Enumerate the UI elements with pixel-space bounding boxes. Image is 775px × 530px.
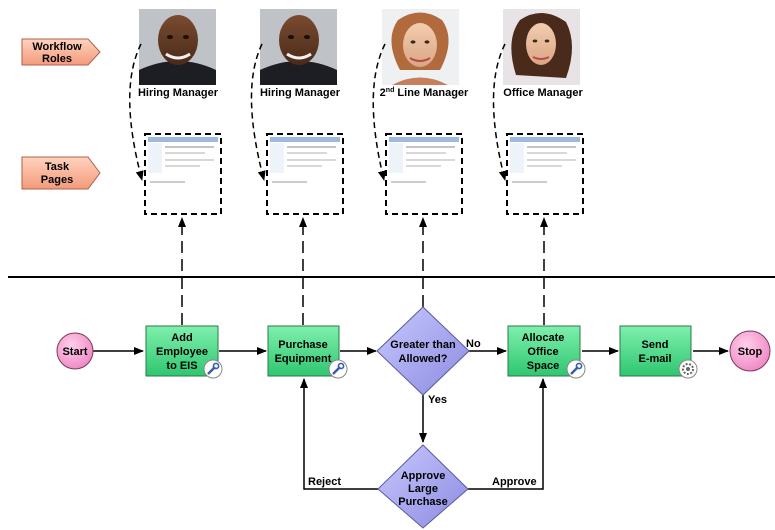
role-photo-3 xyxy=(382,9,459,85)
callout-workflow-roles-line2: Roles xyxy=(42,53,72,65)
role-label-2: Hiring Manager xyxy=(260,87,341,99)
decision-2-line-2: Large xyxy=(408,483,438,495)
edge-label-reject: Reject xyxy=(308,476,341,488)
wrench-icon xyxy=(566,359,586,379)
step-1-line-1: Add xyxy=(171,332,192,344)
gear-icon xyxy=(678,359,698,379)
decision-2-line-3: Purchase xyxy=(398,496,448,508)
task-page-2 xyxy=(266,133,344,215)
callout-workflow-roles: Workflow Roles xyxy=(21,38,101,66)
flow-connectors xyxy=(92,347,729,490)
stop-node: Stop xyxy=(729,330,771,372)
callout-workflow-roles-line1: Workflow xyxy=(32,41,82,53)
role-label-1: Hiring Manager xyxy=(138,87,219,99)
task-page-1 xyxy=(144,133,222,215)
decision-1-line-2: Allowed? xyxy=(399,353,448,365)
step-3-line-1: Allocate xyxy=(522,332,565,344)
task-page-3 xyxy=(385,133,463,215)
step-1-line-2: Employee xyxy=(156,346,208,358)
role-to-page-connectors xyxy=(129,43,507,181)
step-2-line-1: Purchase xyxy=(278,339,328,351)
role-label-4: Office Manager xyxy=(503,87,583,99)
step-4-line-2: E-mail xyxy=(638,353,671,365)
wrench-icon xyxy=(203,359,223,379)
role-label-3: 2nd Line Manager xyxy=(380,87,469,99)
callout-task-pages: Task Pages xyxy=(21,156,101,190)
decision-2-line-1: Approve xyxy=(401,470,446,482)
decision-greater-than-allowed: Greater than Allowed? xyxy=(376,306,470,396)
decision-approve-large-purchase: Approve Large Purchase xyxy=(377,444,469,529)
task-page-4 xyxy=(506,133,584,215)
callout-task-pages-line1: Task xyxy=(45,161,70,173)
start-label: Start xyxy=(62,346,87,358)
step-allocate-office-space: Allocate Office Space xyxy=(507,325,586,379)
edge-label-no: No xyxy=(466,338,481,350)
step-3-line-2: Office xyxy=(527,346,558,358)
callout-task-pages-line2: Pages xyxy=(41,174,73,186)
step-3-line-3: Space xyxy=(527,360,559,372)
step-add-employee: Add Employee to EIS xyxy=(145,325,223,379)
role-photo-4 xyxy=(503,9,580,85)
decision-1-line-1: Greater than xyxy=(390,339,456,351)
role-photo-2 xyxy=(260,9,337,85)
step-send-email: Send E-mail xyxy=(619,325,698,379)
step-purchase-equipment: Purchase Equipment xyxy=(267,325,348,379)
edge-label-approve: Approve xyxy=(492,476,537,488)
role-photo-1 xyxy=(139,9,216,85)
step-4-line-1: Send xyxy=(642,339,669,351)
wrench-icon xyxy=(328,359,348,379)
stop-label: Stop xyxy=(738,346,763,358)
edge-label-yes: Yes xyxy=(428,394,447,406)
step-1-line-3: to EIS xyxy=(166,360,197,372)
step-2-line-2: Equipment xyxy=(275,353,332,365)
step-to-page-connectors xyxy=(178,217,548,325)
start-node: Start xyxy=(56,332,94,370)
